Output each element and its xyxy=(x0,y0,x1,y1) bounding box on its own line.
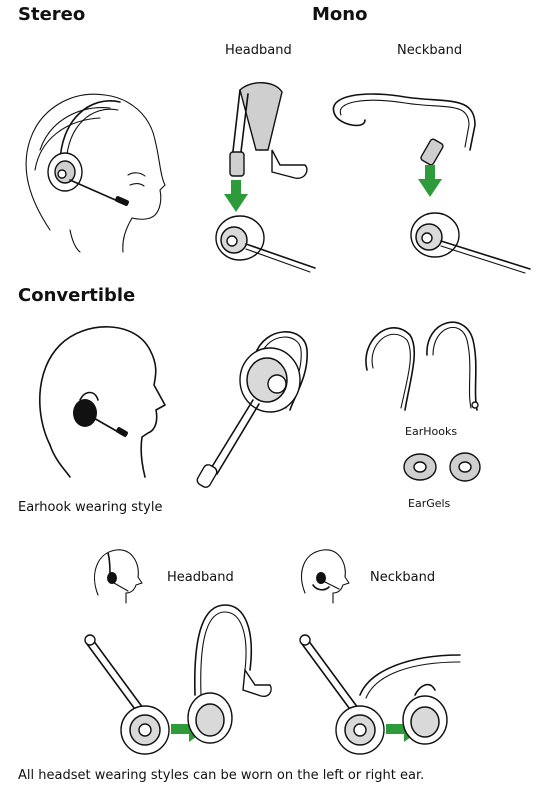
mono-headband-illustration xyxy=(210,80,320,265)
mono-neckband-illustration xyxy=(325,85,535,265)
earhook-headset-illustration xyxy=(195,320,335,490)
earhooks-label: EarHooks xyxy=(405,425,457,438)
earhook-style-label: Earhook wearing style xyxy=(18,500,162,515)
neckband-conversion-illustration xyxy=(300,600,480,760)
neckband-head-icon xyxy=(295,545,355,605)
earhooks-illustration xyxy=(355,310,495,420)
conversion-headband-label: Headband xyxy=(167,570,234,585)
conversion-neckband-label: Neckband xyxy=(370,570,435,585)
mono-neckband-label: Neckband xyxy=(397,43,462,58)
headband-head-icon xyxy=(88,545,148,605)
convertible-heading: Convertible xyxy=(18,285,135,306)
eargels-illustration xyxy=(395,445,495,485)
headband-conversion-illustration xyxy=(85,600,275,760)
stereo-headset-illustration xyxy=(10,80,180,255)
earhook-profile-illustration xyxy=(30,315,175,480)
mono-headband-label: Headband xyxy=(225,43,292,58)
mono-heading: Mono xyxy=(312,4,367,25)
eargels-label: EarGels xyxy=(408,497,450,510)
stereo-heading: Stereo xyxy=(18,4,85,25)
footer-note: All headset wearing styles can be worn o… xyxy=(18,768,424,783)
